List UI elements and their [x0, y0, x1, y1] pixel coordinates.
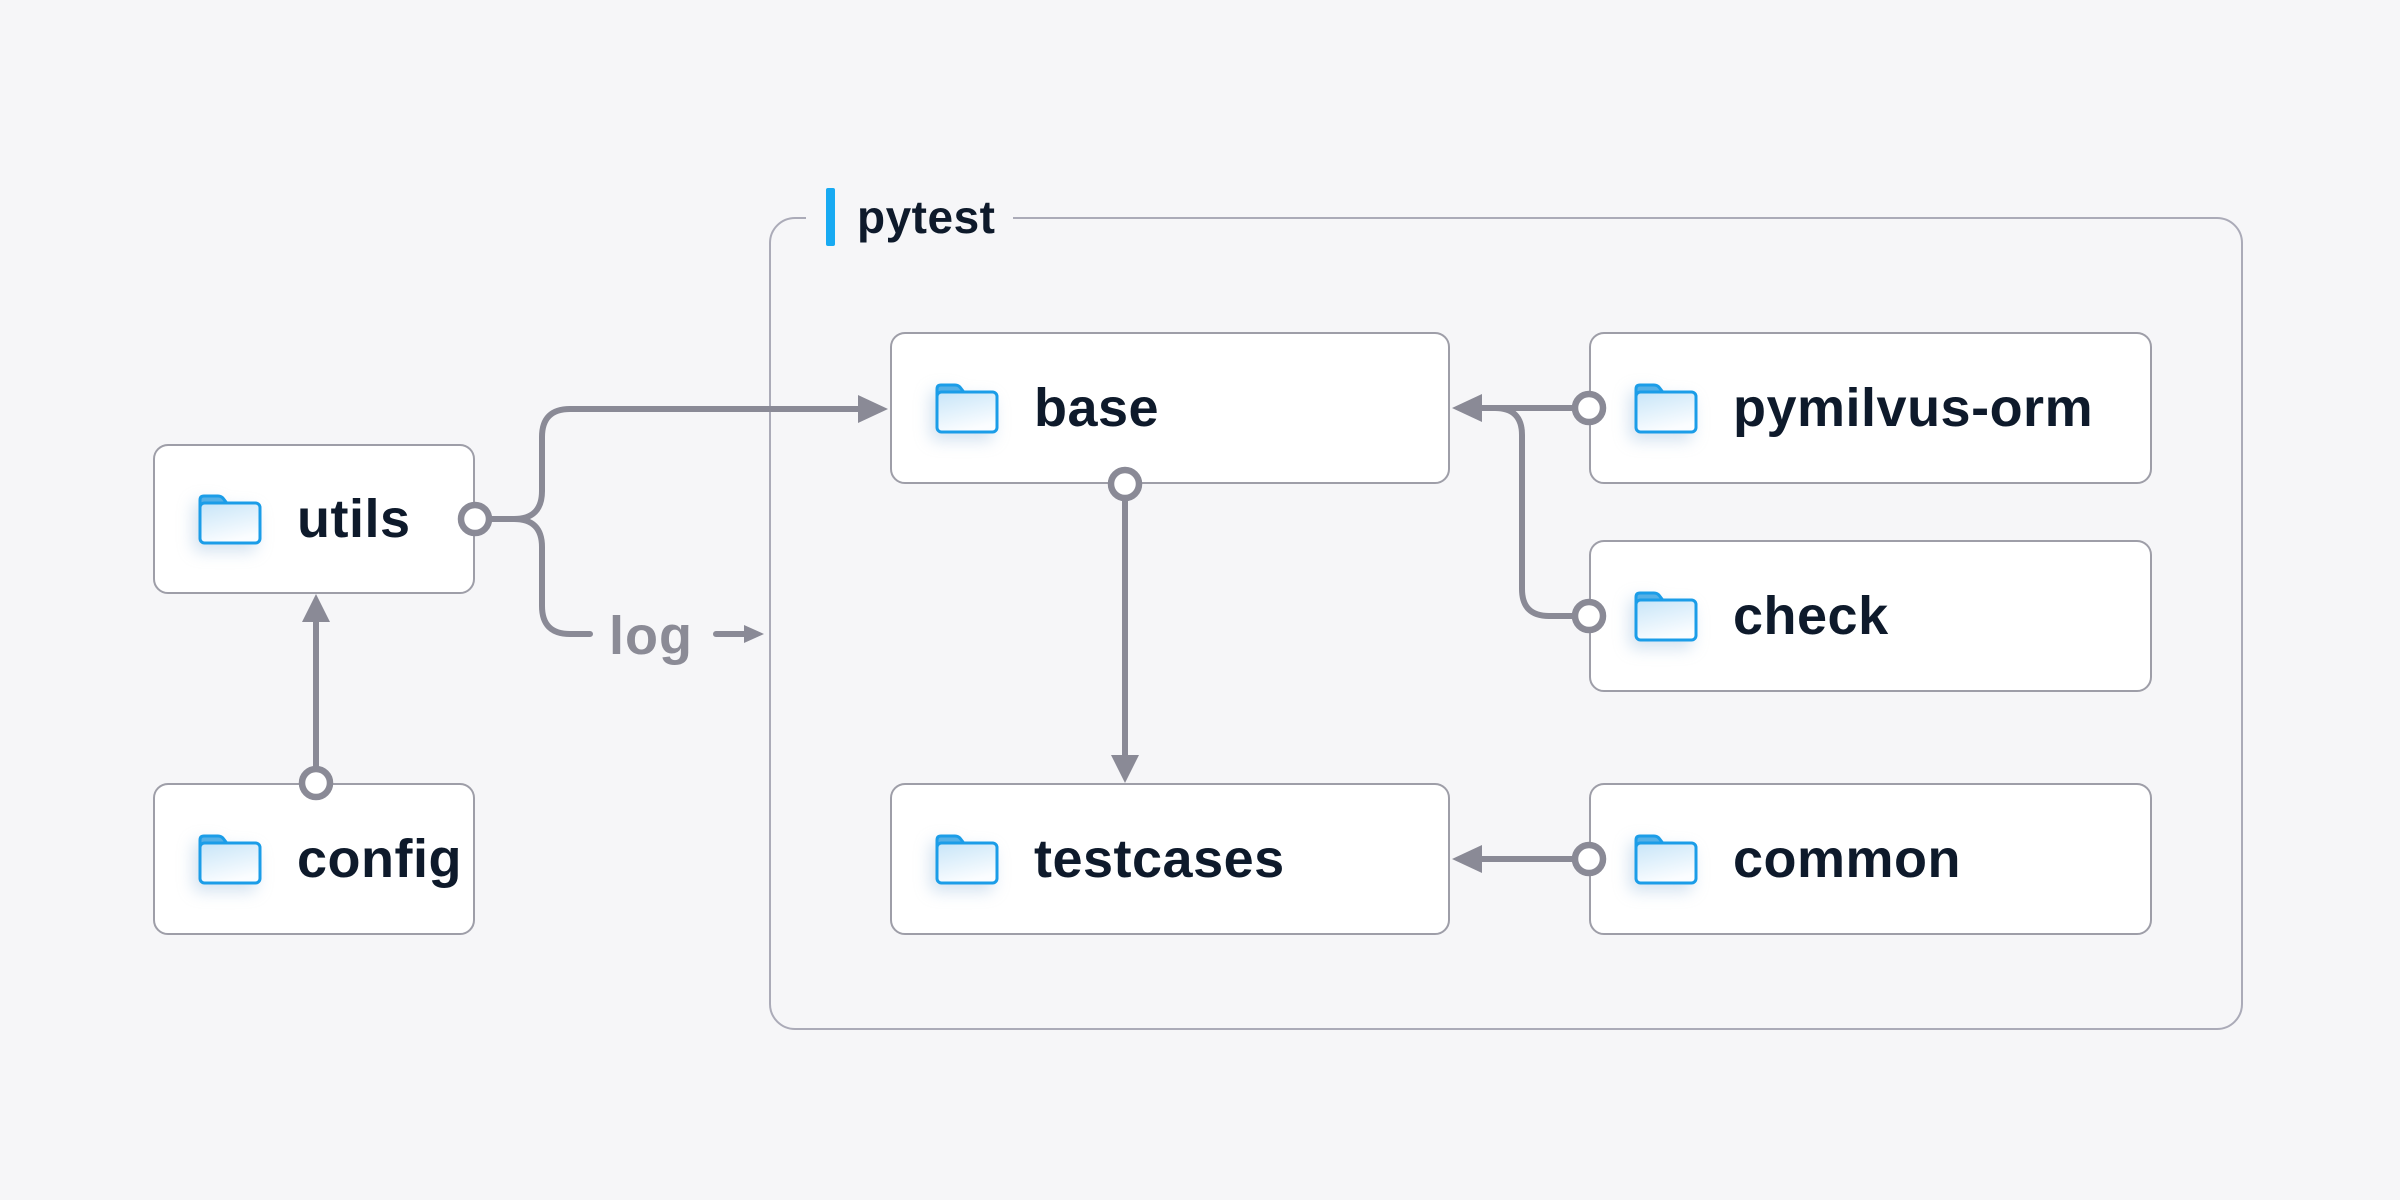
node-testcases-label: testcases — [1034, 829, 1285, 889]
node-base: base — [890, 332, 1450, 484]
node-base-label: base — [1034, 378, 1160, 438]
node-common-label: common — [1733, 829, 1962, 889]
folder-icon — [935, 383, 999, 434]
arrowhead-config-utils — [302, 594, 330, 622]
node-utils: utils — [153, 444, 475, 594]
folder-icon — [1634, 834, 1698, 885]
arrowhead-common-testcases — [1452, 845, 1482, 873]
port-check-left — [1571, 598, 1607, 634]
pytest-group-label-text: pytest — [857, 191, 996, 243]
edge-utils-log — [511, 516, 593, 637]
node-check: check — [1589, 540, 2152, 692]
folder-icon — [198, 834, 262, 885]
folder-icon — [1634, 383, 1698, 434]
pytest-group — [769, 217, 2243, 1030]
edge-label-log: log — [609, 606, 693, 666]
port-base-bottom — [1107, 466, 1143, 502]
port-pymilvus-orm-left — [1571, 390, 1607, 426]
port-config-top — [298, 765, 334, 801]
port-utils-right — [457, 501, 493, 537]
node-config-label: config — [297, 829, 462, 889]
node-utils-label: utils — [297, 489, 411, 549]
arrowhead-base-testcases — [1111, 755, 1139, 783]
folder-icon — [198, 494, 262, 545]
edge-check-base — [1479, 405, 1578, 619]
folder-icon — [935, 834, 999, 885]
node-check-label: check — [1733, 586, 1889, 646]
node-pymilvus-orm: pymilvus-orm — [1589, 332, 2152, 484]
port-common-left — [1571, 841, 1607, 877]
node-common: common — [1589, 783, 2152, 935]
arrowhead-log-pytest — [744, 625, 764, 643]
arrowhead-utils-base — [858, 395, 888, 423]
node-testcases: testcases — [890, 783, 1450, 935]
node-pymilvus-orm-label: pymilvus-orm — [1733, 378, 2094, 438]
accent-bar-icon — [826, 188, 835, 246]
edge-utils-base — [486, 406, 861, 522]
arrowhead-pymilvus-orm-base — [1452, 394, 1482, 422]
folder-icon — [1634, 591, 1698, 642]
pytest-group-label: pytest — [806, 186, 1014, 248]
